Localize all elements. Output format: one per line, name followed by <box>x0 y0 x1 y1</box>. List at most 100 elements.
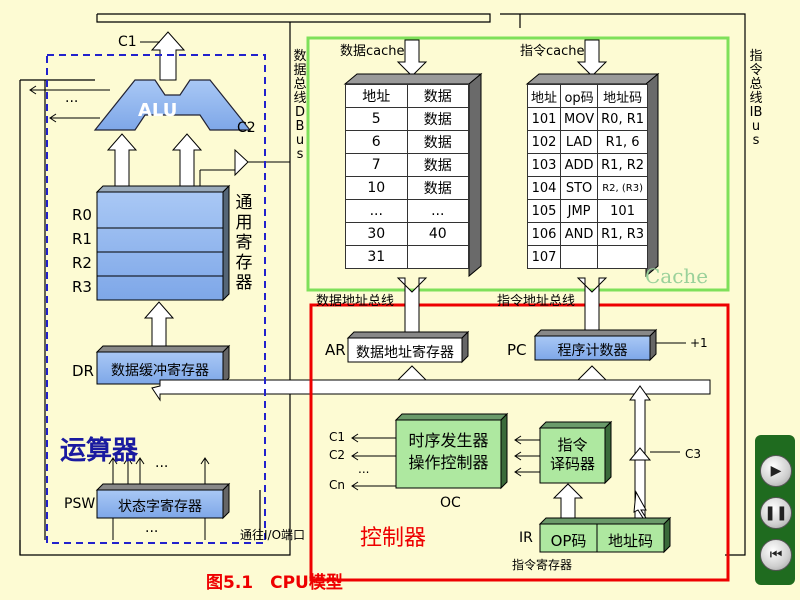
psw-dots-bottom: ... <box>145 520 159 536</box>
ibus-label: 指令总线IBus <box>749 49 763 148</box>
pc-tag: PC <box>507 341 527 359</box>
alu-c1-label: C1 <box>118 34 137 50</box>
cell: 7 <box>345 153 408 177</box>
dr-box <box>95 344 231 386</box>
cell: 数据 <box>406 107 469 131</box>
oc-box <box>394 412 509 490</box>
instr-cache-label: 指令cache <box>520 44 585 59</box>
oc-label: 时序发生器 操作控制器 <box>396 430 501 474</box>
ir-box <box>538 516 672 554</box>
cell: 103 <box>526 153 562 177</box>
ir-tag: IR <box>519 530 533 546</box>
cell: R1, R2 <box>597 153 649 177</box>
cell <box>597 245 649 269</box>
cell: R2, (R3) <box>597 176 649 200</box>
cell: 102 <box>526 130 562 154</box>
left-bus-loop <box>19 79 291 556</box>
dr-bus-arrow <box>151 379 711 402</box>
decoder-box <box>538 420 613 485</box>
pc-box <box>533 328 658 362</box>
ir-addr-field: 地址码 <box>607 532 653 550</box>
register-stack <box>95 184 231 302</box>
cell: 5 <box>345 107 408 131</box>
ir-op-field: OP码 <box>550 532 587 550</box>
header-cell: 数据 <box>406 84 469 108</box>
instr-addr-bus-label: 指令地址总线 <box>497 294 576 309</box>
cell: LAD <box>560 130 599 154</box>
top-bus-lines <box>96 13 746 556</box>
psw-dots-top: ... <box>155 455 169 471</box>
cell <box>406 245 469 269</box>
cell: 104 <box>526 176 562 200</box>
oc-output-arrows <box>351 433 396 491</box>
dr-tag: DR <box>72 362 94 380</box>
cell: ... <box>345 199 408 223</box>
cell: AND <box>560 222 599 246</box>
cell: 30 <box>345 222 408 246</box>
c3-bus-arrow <box>628 385 680 519</box>
pc-plus-one: +1 <box>690 336 708 350</box>
psw-label: 状态字寄存器 <box>118 499 202 515</box>
pc-label: 程序计数器 <box>557 343 628 359</box>
cell: R1, 6 <box>597 130 649 154</box>
reg-r0: R0 <box>72 206 92 224</box>
oc-line2: 操作控制器 <box>408 453 489 472</box>
alu-left-arrows <box>29 85 110 123</box>
table-row: 31 <box>345 245 469 269</box>
cell: 10 <box>345 176 408 200</box>
alu-c2-label: C2 <box>237 120 256 136</box>
data-cache-label: 数据cache <box>340 44 405 59</box>
skip-back-icon[interactable]: ⏮ <box>760 539 792 571</box>
table-row: 107 <box>526 245 649 269</box>
cell: 31 <box>345 245 408 269</box>
oc-signal-dots: ... <box>358 462 370 476</box>
psw-tag: PSW <box>64 496 96 512</box>
bus-to-ar-pc-arrows <box>396 365 608 381</box>
header-cell: 地址 <box>345 84 408 108</box>
cell: 数据 <box>406 176 469 200</box>
play-icon[interactable]: ▶ <box>760 455 792 487</box>
cell: 40 <box>406 222 469 246</box>
header-cell: 地址码 <box>597 84 649 108</box>
arith-title: 运算器 <box>60 436 139 466</box>
c3-label: C3 <box>685 447 702 461</box>
oc-line1: 时序发生器 <box>408 431 489 450</box>
pause-icon[interactable]: ❚❚ <box>760 497 792 529</box>
cell: STO <box>560 176 599 200</box>
data-cache-box <box>343 72 483 278</box>
alu-unit <box>93 79 252 131</box>
reg-r3: R3 <box>72 278 92 296</box>
ir-caption: 指令寄存器 <box>512 558 573 572</box>
header-cell: op码 <box>560 84 599 108</box>
gpr-title: 通用寄存器 <box>235 193 253 293</box>
decoder-label: 指令 译码器 <box>540 436 605 474</box>
table-row: ...... <box>345 199 469 223</box>
cell: MOV <box>560 107 599 131</box>
cell: 101 <box>597 199 649 223</box>
dr-label: 数据缓冲寄存器 <box>111 363 209 379</box>
cell: ... <box>406 199 469 223</box>
header-cell: 地址 <box>526 84 562 108</box>
cell: 107 <box>526 245 562 269</box>
cache-boundary <box>306 36 730 292</box>
cell: JMP <box>560 199 599 223</box>
cell: 105 <box>526 199 562 223</box>
dbus-label: 数据总线DBus <box>293 49 307 162</box>
arith-boundary <box>46 54 266 544</box>
psw-box <box>95 482 231 520</box>
cache-top-arrows <box>396 39 608 77</box>
